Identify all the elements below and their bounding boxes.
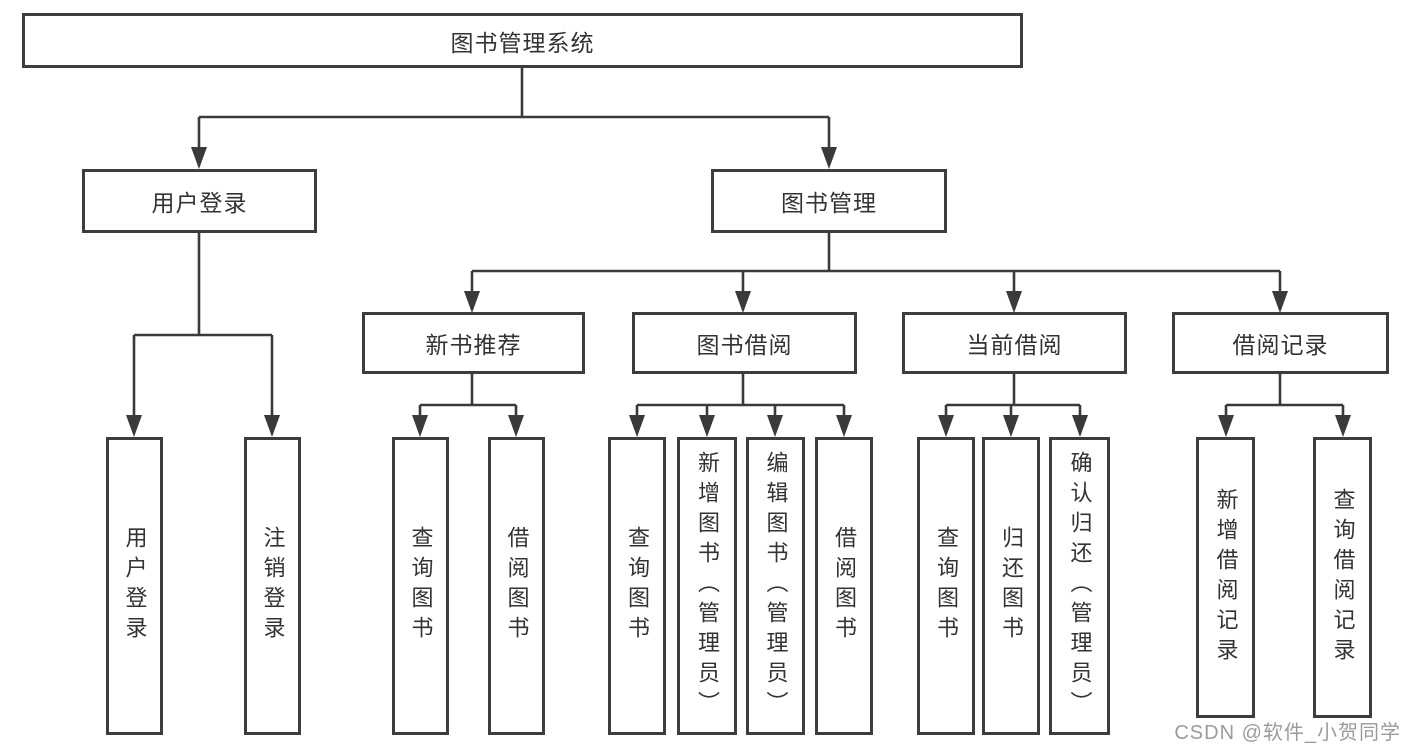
node-book-borrow: 图书借阅 — [632, 312, 857, 374]
leaf-logout: 注销登录 — [244, 437, 301, 735]
leaf-records-add-record: 新增借阅记录 — [1196, 437, 1255, 718]
leaf-recommend-query-book: 查询图书 — [392, 437, 449, 735]
leaf-current-query-book: 查询图书 — [917, 437, 975, 735]
leaf-borrow-borrow-book: 借阅图书 — [815, 437, 873, 735]
node-borrow-records: 借阅记录 — [1172, 312, 1389, 374]
leaf-current-confirm-return-admin: 确认归还（管理员） — [1049, 437, 1110, 735]
node-root: 图书管理系统 — [22, 13, 1023, 68]
leaf-user-login: 用户登录 — [106, 437, 163, 735]
csdn-watermark: CSDN @软件_小贺同学 — [1174, 722, 1401, 744]
leaf-borrow-add-book-admin: 新增图书（管理员） — [677, 437, 737, 735]
leaf-records-query-record: 查询借阅记录 — [1313, 437, 1372, 718]
leaf-borrow-query-book: 查询图书 — [608, 437, 666, 735]
leaf-current-return-book: 归还图书 — [982, 437, 1040, 735]
leaf-recommend-borrow-book: 借阅图书 — [488, 437, 545, 735]
leaf-borrow-edit-book-admin: 编辑图书（管理员） — [746, 437, 805, 735]
node-book-manage: 图书管理 — [711, 169, 947, 233]
node-user-login: 用户登录 — [82, 169, 317, 233]
node-new-book-recommend: 新书推荐 — [362, 312, 585, 374]
node-current-borrow: 当前借阅 — [902, 312, 1127, 374]
